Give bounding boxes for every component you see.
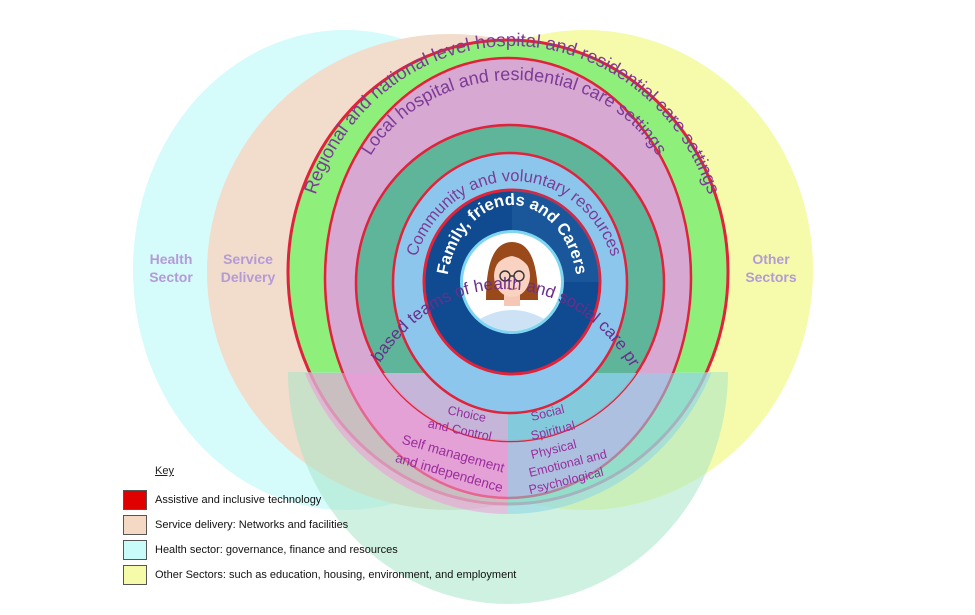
other-sectors-label-line1: Other [752, 251, 790, 267]
key-swatch-yellow [123, 565, 147, 585]
key-label: Health sector: governance, finance and r… [155, 544, 398, 556]
key-title: Key [155, 465, 174, 477]
service-delivery-label-line1: Service [223, 251, 273, 267]
health-sector-label-line2: Sector [149, 269, 193, 285]
key-swatch-cyan [123, 540, 147, 560]
service-delivery-label-line2: Delivery [220, 269, 276, 285]
key-label: Service delivery: Networks and facilitie… [155, 519, 349, 531]
key-label: Assistive and inclusive technology [155, 494, 322, 506]
other-sectors-label-line2: Sectors [745, 269, 797, 285]
person-avatar-icon [460, 230, 564, 334]
key-swatch-red [123, 490, 147, 510]
key-item-health-sector: Health sector: governance, finance and r… [123, 539, 398, 561]
key-item-other-sectors: Other Sectors: such as education, housin… [123, 564, 516, 586]
key-item-assistive-technology: Assistive and inclusive technology [123, 489, 321, 511]
key-item-service-delivery: Service delivery: Networks and facilitie… [123, 514, 348, 536]
health-sector-label-line1: Health [149, 251, 193, 267]
key-label: Other Sectors: such as education, housin… [155, 569, 517, 581]
service-delivery-label: Service Delivery [212, 250, 284, 286]
health-sector-label: Health Sector [138, 250, 204, 286]
other-sectors-label: Other Sectors [738, 250, 804, 286]
key-swatch-peach [123, 515, 147, 535]
